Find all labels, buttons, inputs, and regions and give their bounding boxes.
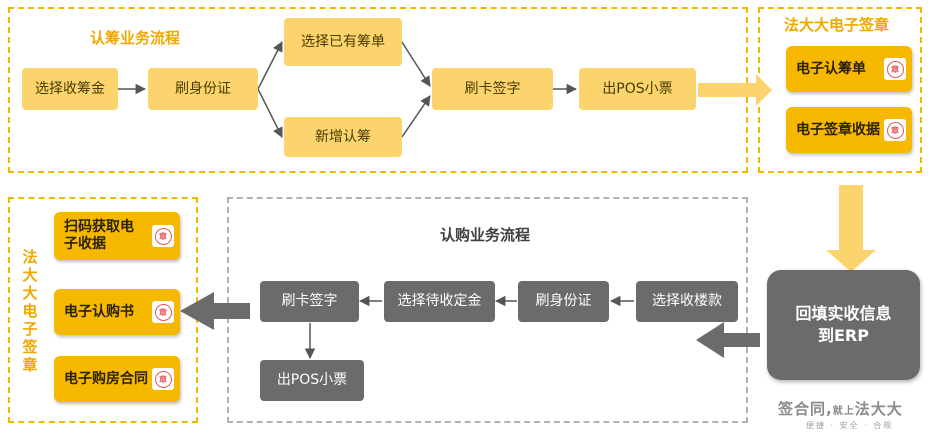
logo-main-text: 签合同,: [778, 400, 833, 418]
scan-e-receipt: 扫码获取电子收据 章: [54, 212, 180, 260]
seal-icon: 章: [884, 119, 906, 141]
seal-icon: 章: [152, 225, 174, 247]
logo-tagline: 便捷 · 安全 · 合规: [806, 421, 894, 430]
purchase-flow-title: 认购业务流程: [440, 226, 531, 244]
e-seal-receipt-label: 电子签章收据: [796, 121, 880, 138]
e-purchase-agreement-label: 电子认购书: [64, 303, 134, 320]
pos-receipt-node-2: 出POS小票: [260, 360, 364, 401]
erp-backfill-node: 回填实收信息到ERP: [767, 270, 920, 380]
esign-bottom-title: 法大大电子签章: [22, 248, 38, 374]
e-purchase-agreement: 电子认购书 章: [54, 289, 180, 335]
esign-top-title: 法大大电子签章: [784, 16, 890, 34]
pos-receipt-node: 出POS小票: [579, 68, 696, 110]
seal-icon: 章: [152, 301, 174, 323]
e-house-contract: 电子购房合同 章: [54, 356, 180, 402]
seal-icon: 章: [152, 368, 174, 390]
swipe-id-card-node-2: 刷身份证: [518, 281, 609, 322]
subscription-flow-title: 认筹业务流程: [90, 29, 181, 47]
select-house-payment-node: 选择收楼款: [636, 281, 738, 322]
e-house-contract-label: 电子购房合同: [64, 370, 148, 387]
e-subscription-form-label: 电子认筹单: [796, 60, 866, 77]
select-pending-deposit-node: 选择待收定金: [384, 281, 495, 322]
scan-e-receipt-label: 扫码获取电子收据: [64, 219, 134, 252]
brand-logo: 签合同,就上法大大 便捷 · 安全 · 合规: [778, 398, 903, 431]
e-seal-receipt: 电子签章收据 章: [786, 107, 912, 153]
new-subscription-node: 新增认筹: [284, 117, 402, 157]
swipe-card-sign-node-2: 刷卡签字: [260, 281, 359, 322]
swipe-card-sign-node: 刷卡签字: [432, 68, 553, 110]
select-existing-order-node: 选择已有筹单: [284, 18, 402, 66]
logo-small-text: 就上: [832, 406, 855, 417]
seal-icon: 章: [884, 58, 906, 80]
select-deposit-node: 选择收筹金: [22, 68, 118, 110]
logo-brand-text: 法大大: [854, 400, 903, 418]
swipe-id-card-node: 刷身份证: [148, 68, 258, 110]
e-subscription-form: 电子认筹单 章: [786, 46, 912, 92]
